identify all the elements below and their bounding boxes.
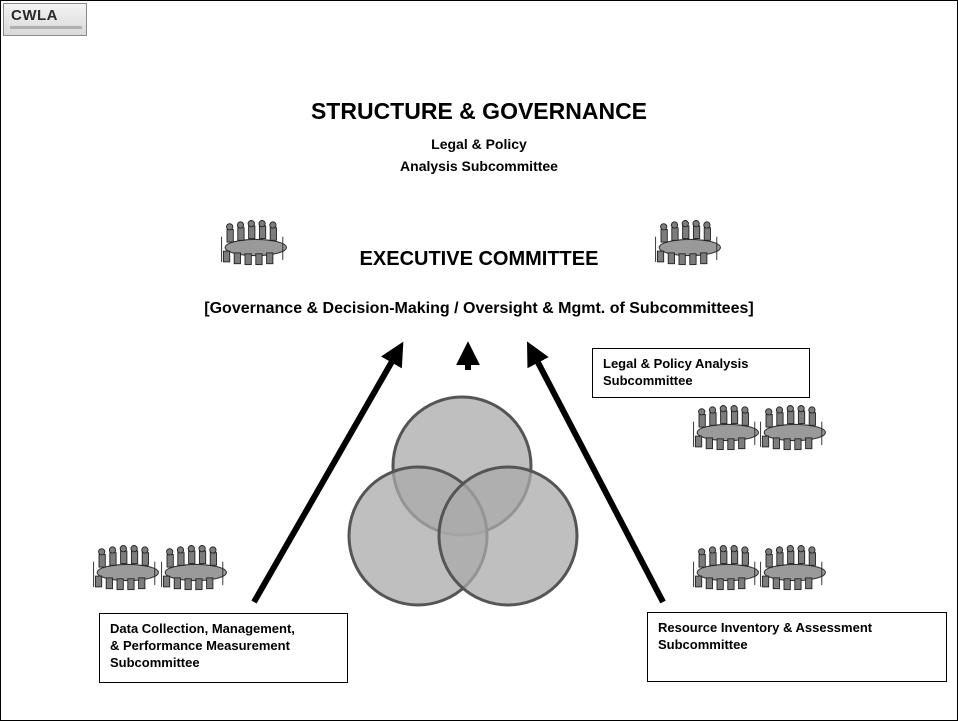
data-box-line-3: Subcommittee — [110, 655, 200, 670]
meeting-table-icon — [693, 405, 759, 451]
meeting-table-icon — [655, 220, 721, 266]
governance-description: [Governance & Decision-Making / Oversigh… — [204, 300, 754, 317]
meeting-table-icon — [760, 545, 826, 591]
legal-policy-subcommittee-box: Legal & Policy Analysis Subcommittee — [592, 348, 810, 398]
meeting-table-icon — [93, 545, 159, 591]
venn-diagram — [347, 395, 579, 607]
resource-box-line-2: Subcommittee — [658, 637, 748, 652]
legal-box-line-1: Legal & Policy Analysis — [603, 356, 749, 371]
subtitle-line-1: Legal & Policy — [431, 136, 527, 152]
venn-circle-right — [437, 465, 579, 607]
data-box-line-1: Data Collection, Management, — [110, 621, 295, 636]
meeting-table-icon — [760, 405, 826, 451]
arrow-right — [527, 341, 666, 604]
page-title: STRUCTURE & GOVERNANCE — [310, 98, 648, 124]
logo-tagline-bar — [10, 26, 82, 29]
logo-text: CWLA — [11, 7, 58, 24]
executive-committee-heading: EXECUTIVE COMMITTEE — [359, 248, 599, 270]
meeting-table-icon — [221, 220, 287, 266]
meeting-table-icon — [693, 545, 759, 591]
subtitle-line-2: Analysis Subcommittee — [400, 158, 558, 174]
data-collection-subcommittee-box: Data Collection, Management, & Performan… — [99, 613, 348, 683]
meeting-table-icon — [161, 545, 227, 591]
arrow-left — [251, 341, 404, 604]
resource-inventory-subcommittee-box: Resource Inventory & Assessment Subcommi… — [647, 612, 947, 682]
legal-box-line-2: Subcommittee — [603, 373, 693, 388]
cwla-logo: CWLA — [3, 3, 87, 36]
resource-box-line-1: Resource Inventory & Assessment — [658, 620, 873, 635]
data-box-line-2: & Performance Measurement — [110, 638, 290, 653]
